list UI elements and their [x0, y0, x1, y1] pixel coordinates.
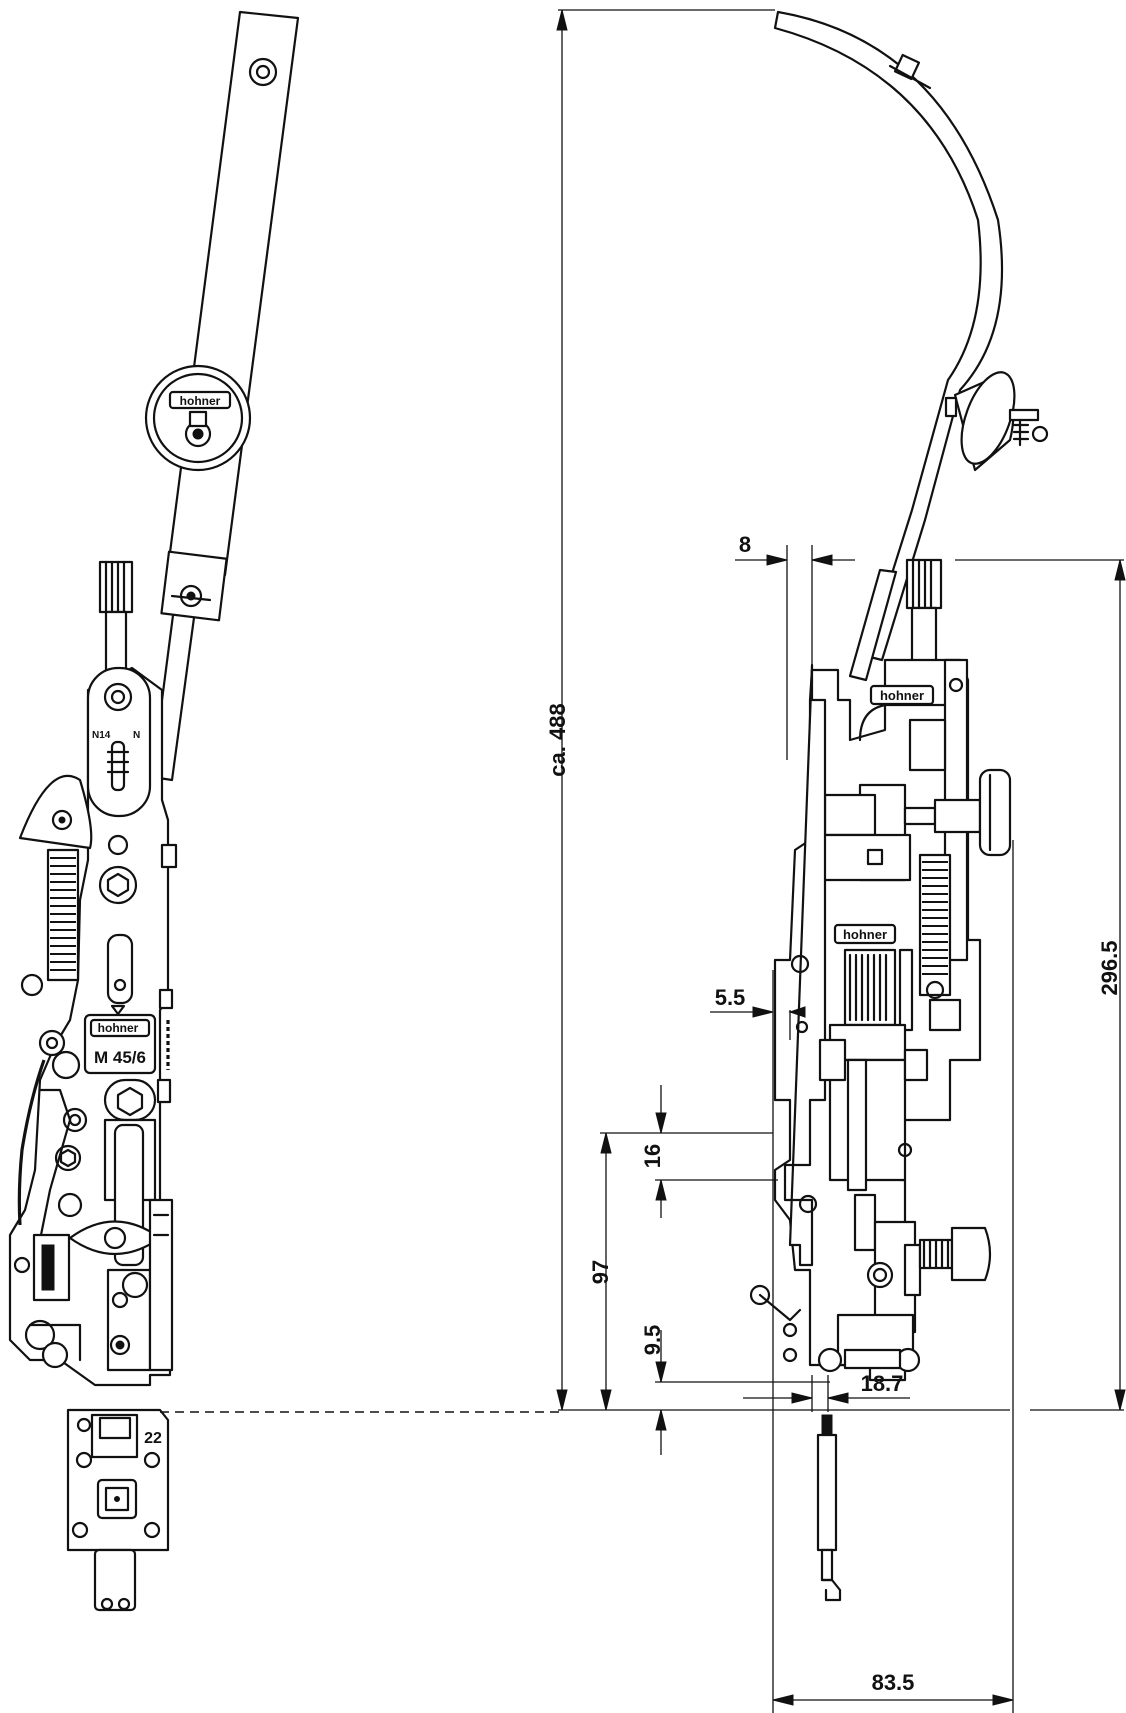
- dim-bottom-width: 83.5: [772, 840, 1014, 1713]
- height-97-label: 97: [588, 1260, 613, 1284]
- front-linkage: [17, 1029, 88, 1242]
- upper-height-label: 296.5: [1097, 940, 1122, 995]
- dim-upper-height: 296.5: [955, 559, 1126, 1411]
- side-spindle: [905, 558, 943, 670]
- dim-height-16: 16: [640, 1085, 778, 1218]
- switch-label-left: N14: [92, 730, 111, 741]
- dim-height-97: 97: [588, 1132, 773, 1411]
- dim-offset-5-5: 5.5: [710, 970, 806, 1165]
- dim-overall-height: ca. 488: [545, 9, 1010, 1411]
- front-brand-label: hohner: [98, 1021, 139, 1035]
- arm-brand-label: hohner: [180, 394, 221, 408]
- switch-label-right: N: [133, 730, 140, 741]
- side-curved-arm: [773, 10, 1004, 662]
- height-16-label: 16: [640, 1144, 665, 1168]
- clamp-number-label: 22: [144, 1430, 162, 1447]
- front-bottom-clamp: 22: [66, 1408, 170, 1612]
- side-knob: [944, 371, 1049, 472]
- height-9-5-label: 9.5: [640, 1325, 665, 1356]
- dim-offset-8: 8: [735, 532, 855, 760]
- front-gear-block: [13, 1233, 149, 1369]
- front-right-rack: [148, 1198, 174, 1372]
- offset-18-7-label: 18.7: [861, 1371, 904, 1396]
- front-view: hohner N14 N: [8, 10, 300, 1612]
- side-probe: [816, 1414, 842, 1602]
- side-knob-screw: [903, 768, 1012, 857]
- bottom-width-label: 83.5: [872, 1670, 915, 1695]
- front-slot: [106, 933, 134, 1016]
- side-lower-assembly: [817, 1058, 992, 1373]
- offset-8-label: 8: [739, 532, 751, 557]
- side-view: hohner hohner: [160, 9, 1126, 1713]
- front-model-plate: hohner M 45/6: [83, 1013, 170, 1075]
- side-spring: [918, 853, 962, 1032]
- side-rod: [848, 568, 898, 682]
- overall-height-label: ca. 488: [545, 703, 570, 776]
- dim-height-9-5: 9.5: [640, 1325, 830, 1455]
- front-spindle: [98, 560, 134, 674]
- model-label: M 45/6: [94, 1048, 146, 1067]
- front-arm-clamp: [160, 550, 228, 622]
- offset-5-5-label: 5.5: [715, 985, 746, 1010]
- front-lever: [18, 774, 93, 850]
- front-spring: [20, 848, 80, 997]
- side-brand-label-mid: hohner: [843, 927, 887, 942]
- dim-offset-18-7: 18.7: [743, 1371, 910, 1412]
- front-knob: hohner: [144, 364, 252, 472]
- side-brand-label-top: hohner: [880, 688, 924, 703]
- side-left-plate: [749, 663, 847, 1363]
